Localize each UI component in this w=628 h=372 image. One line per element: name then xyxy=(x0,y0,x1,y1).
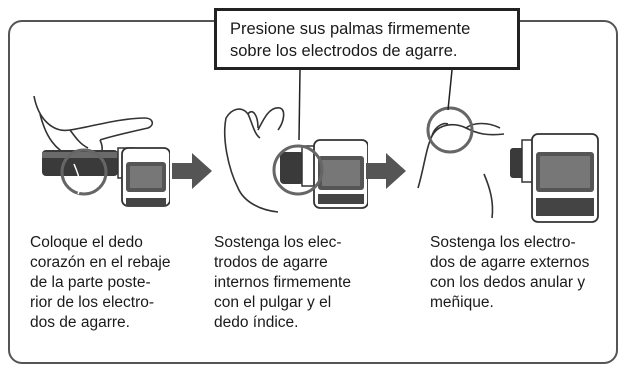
caption-line: con el pulgar y el xyxy=(214,294,332,311)
caption-line: internos firmemente xyxy=(214,274,351,291)
caption-line: meñique. xyxy=(430,294,494,311)
hand-grip-illustration xyxy=(417,123,505,189)
callout-line-1: Presione sus palmas firmemente xyxy=(230,20,471,38)
callout-line-2: sobre los electrodos de agarre. xyxy=(230,42,458,60)
instruction-panel xyxy=(8,20,618,364)
hand-grip-illustration xyxy=(33,95,154,141)
caption-line: dedo índice. xyxy=(214,314,299,331)
step-3-caption: Sostenga los electro- dos de agarre exte… xyxy=(430,233,589,313)
step-2-illustration xyxy=(223,107,368,213)
step-3-illustration xyxy=(417,106,599,223)
caption-line: dos de agarre externos xyxy=(430,254,590,271)
caption-line: rior de los electro- xyxy=(30,294,155,311)
caption-line: de la parte poste- xyxy=(30,274,151,291)
step-1-caption: Coloque el dedo corazón en el rebaje de … xyxy=(30,233,170,333)
caption-line: con los dedos anular y xyxy=(430,274,586,291)
caption-line: Sostenga los elec- xyxy=(214,234,342,251)
palm-press-callout: Presione sus palmas firmemente sobre los… xyxy=(214,8,520,70)
highlight-circle-icon xyxy=(60,148,108,196)
caption-line: trodos de agarre xyxy=(214,254,328,271)
step-1-illustration xyxy=(33,95,170,207)
caption-line: Coloque el dedo xyxy=(30,234,143,251)
caption-line: dos de agarre. xyxy=(30,314,130,331)
step-2-caption: Sostenga los elec- trodos de agarre inte… xyxy=(214,233,351,333)
highlight-circle-icon xyxy=(426,106,474,154)
arrow-right-icon xyxy=(172,153,212,189)
highlight-circle-icon xyxy=(272,144,324,196)
arrow-right-icon xyxy=(366,153,406,189)
callout-pointer-left xyxy=(298,69,301,141)
caption-line: corazón en el rebaje xyxy=(30,254,171,271)
callout-pointer-right xyxy=(447,69,453,111)
caption-line: Sostenga los electro- xyxy=(430,234,576,251)
